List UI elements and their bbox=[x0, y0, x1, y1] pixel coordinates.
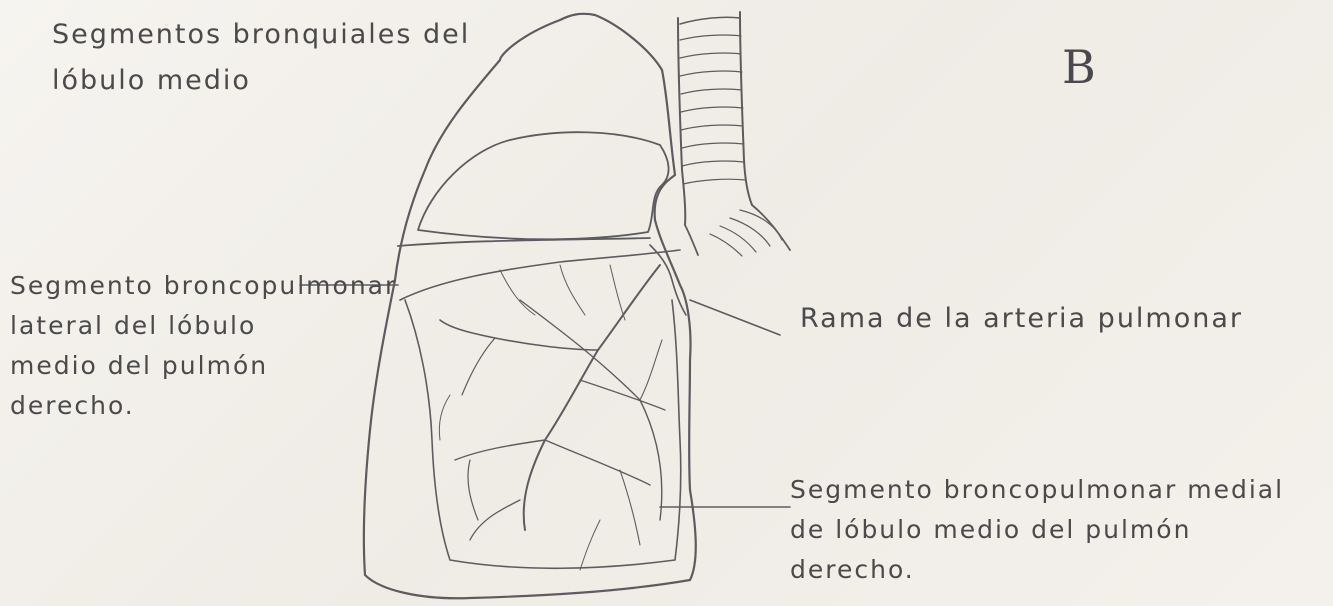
label-right-mid-text: Rama de la arteria pulmonar bbox=[800, 296, 1243, 342]
label-top-line-2: lóbulo medio bbox=[52, 58, 470, 104]
label-top-line-1: Segmentos bronquiales del bbox=[52, 12, 470, 58]
label-left-line-3: medio del pulmón bbox=[10, 346, 397, 386]
plate-letter: B bbox=[1062, 40, 1096, 94]
label-lateral-segment: Segmento broncopulmonar lateral del lóbu… bbox=[10, 266, 397, 426]
medial-segment-outline bbox=[520, 300, 662, 520]
label-right-bot-line-2: de lóbulo medio del pulmón bbox=[790, 510, 1284, 550]
label-left-line-2: lateral del lóbulo bbox=[10, 306, 397, 346]
upper-lobe-outline bbox=[418, 132, 669, 239]
label-left-line-4: derecho. bbox=[10, 386, 397, 426]
label-pulmonary-artery: Rama de la arteria pulmonar bbox=[800, 296, 1243, 342]
label-top: Segmentos bronquiales del lóbulo medio bbox=[52, 12, 470, 104]
bronchial-tree bbox=[439, 265, 665, 570]
label-left-line-1: Segmento broncopulmonar bbox=[10, 266, 397, 306]
label-right-bot-line-1: Segmento broncopulmonar medial bbox=[790, 470, 1284, 510]
oblique-fissure bbox=[400, 250, 680, 300]
right-main-bronchus bbox=[685, 205, 790, 256]
middle-lobe-outline bbox=[405, 300, 681, 568]
trachea bbox=[678, 12, 752, 225]
leader-artery bbox=[690, 300, 780, 335]
label-right-bot-line-3: derecho. bbox=[790, 550, 1284, 590]
label-medial-segment: Segmento broncopulmonar medial de lóbulo… bbox=[790, 470, 1284, 590]
